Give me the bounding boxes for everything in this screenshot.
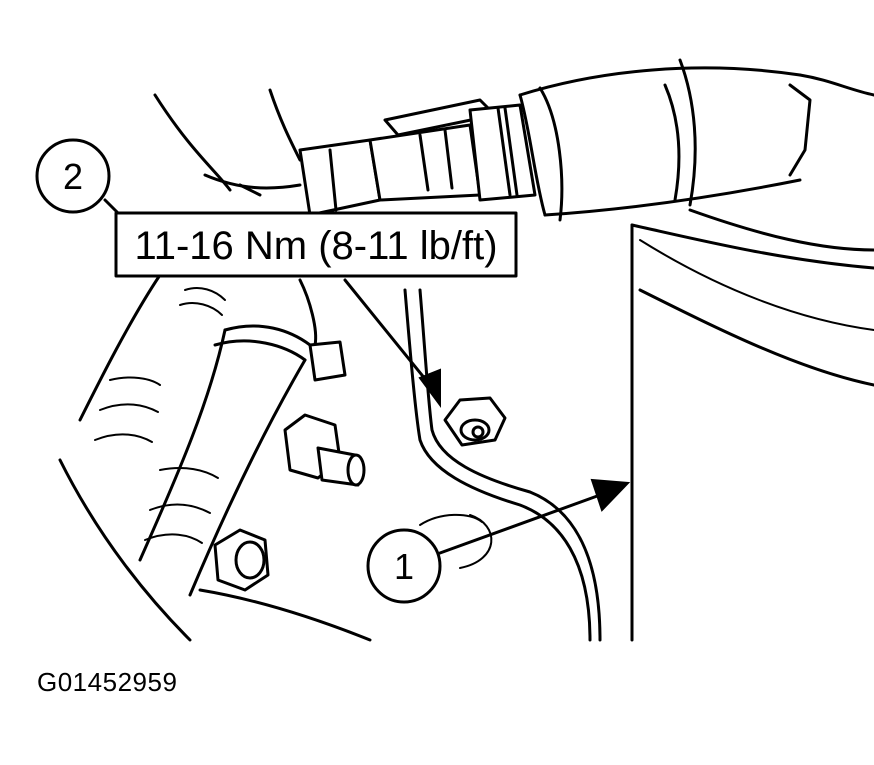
stud-nut-upper xyxy=(283,413,366,487)
callout-2: 2 xyxy=(35,138,111,214)
callout-2-label: 2 xyxy=(63,156,83,197)
bracket-assembly xyxy=(58,88,372,642)
callout-1-label: 1 xyxy=(394,546,414,587)
retaining-bolt xyxy=(443,396,507,447)
clip xyxy=(308,340,347,382)
torque-spec-label: 11-16 Nm (8-11 lb/ft) xyxy=(134,224,497,268)
stud-nut-lower xyxy=(213,528,270,592)
sensor-tube xyxy=(518,58,874,222)
figure-id: G01452959 xyxy=(37,667,178,697)
electrical-connector xyxy=(298,98,537,217)
callout-1: 1 xyxy=(366,528,442,604)
housing xyxy=(630,208,874,642)
torque-spec-box: 11-16 Nm (8-11 lb/ft) xyxy=(114,211,518,278)
leader-lines xyxy=(103,198,631,569)
